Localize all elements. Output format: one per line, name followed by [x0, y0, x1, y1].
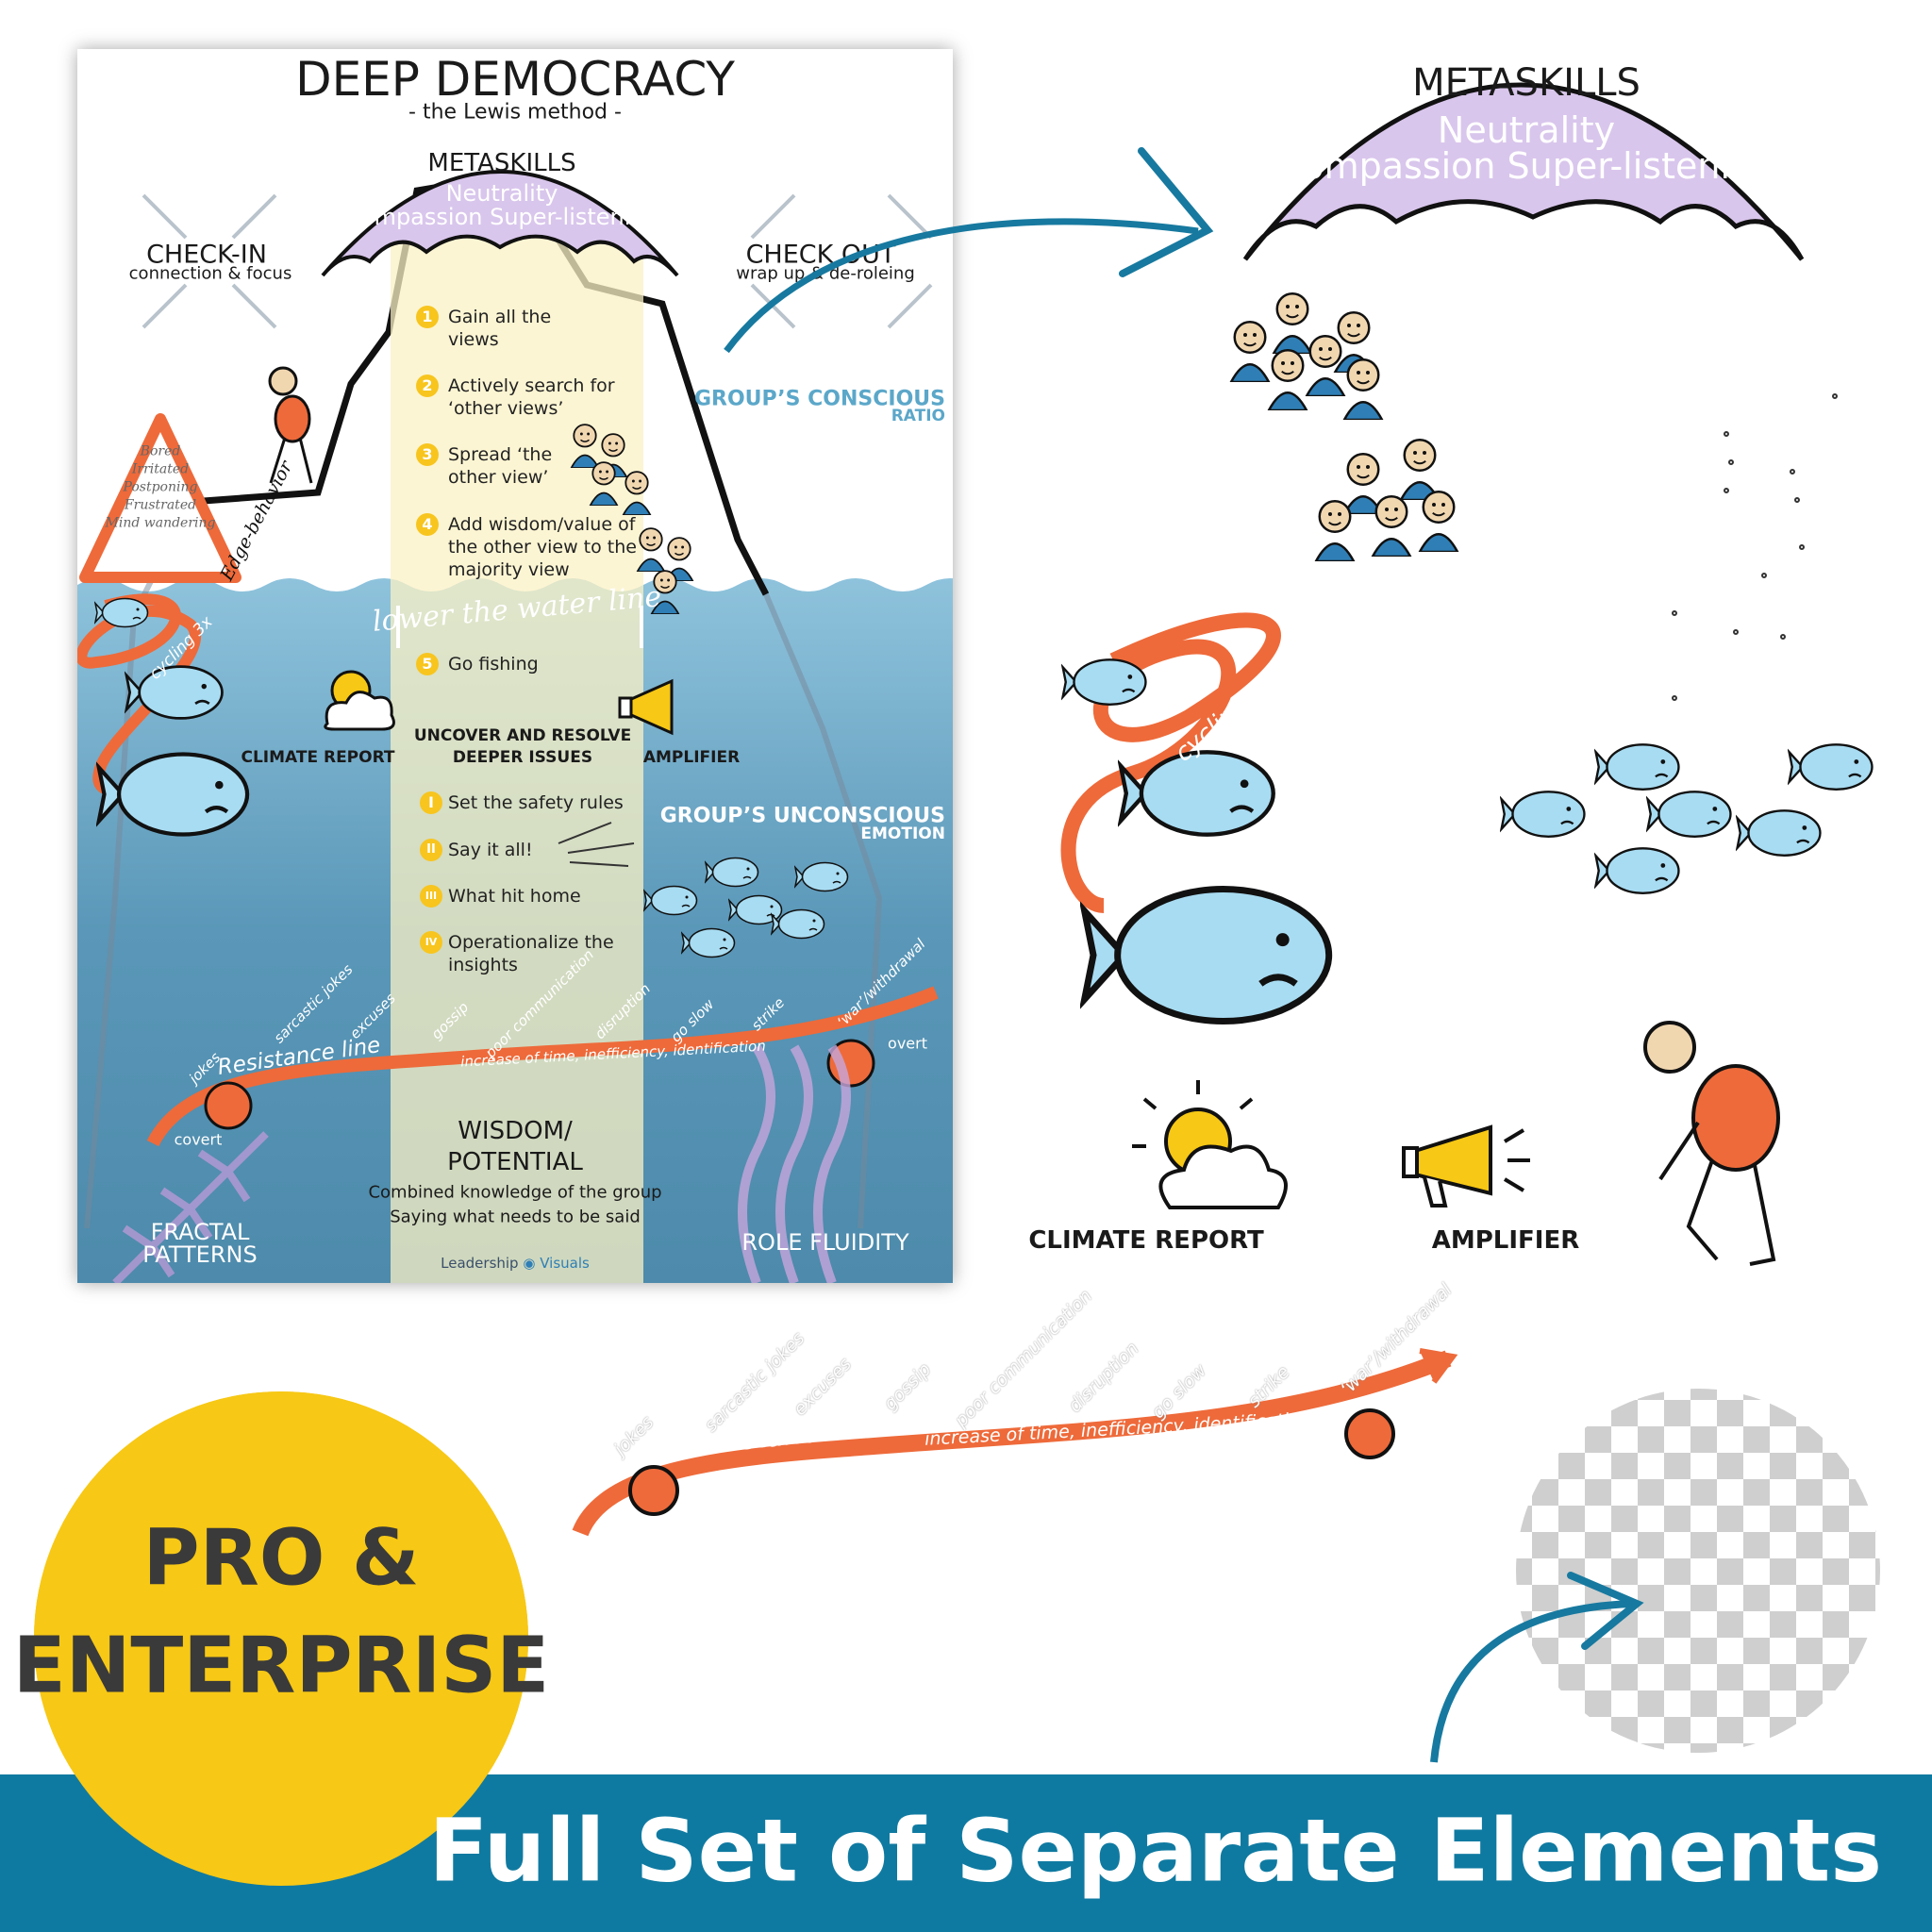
wisdom-title-2: POTENTIAL [447, 1148, 583, 1176]
warning-line: Frustrated [124, 497, 197, 513]
step-1-text: Gain all the views [448, 307, 552, 350]
bubbles [1672, 393, 1838, 701]
transparency-arrow [1430, 1600, 1633, 1763]
cycling-swirl-element [1060, 612, 1281, 913]
metaskills-title: METASKILLS [427, 149, 576, 177]
climber-figure [268, 366, 313, 484]
element-amplifier: AMPLIFIER [1431, 1226, 1580, 1255]
small-fish-element [1061, 658, 1147, 706]
check-in-arrows [142, 193, 277, 329]
step-4-text: Add wisdom/value of the other view to th… [448, 514, 637, 580]
substep-2-number: II [420, 839, 442, 861]
conscious-subtitle: RATIO [891, 407, 945, 425]
check-out-title: CHECK OUT [745, 240, 896, 270]
umbrella [321, 170, 679, 277]
people-group-1 [1229, 292, 1384, 420]
sun-cloud-icon [324, 670, 395, 731]
element-compassion: Compassion Super-listening [1276, 145, 1776, 187]
brand-right: Visuals [540, 1255, 590, 1272]
warning-line: Irritated [131, 461, 190, 477]
warning-line: Mind wandering [105, 515, 216, 531]
substep-3-text: What hit home [448, 886, 581, 907]
people-group-2 [1314, 439, 1459, 561]
unconscious-title: GROUP’S UNCONSCIOUS [659, 804, 945, 828]
megaphone-icon [618, 678, 674, 736]
unconscious-subtitle: EMOTION [860, 824, 945, 843]
substep-1-text: Set the safety rules [448, 792, 624, 813]
resistance-arrow-head [1419, 1348, 1458, 1384]
umbrella-element [1242, 82, 1805, 261]
warning-line: Bored [140, 443, 181, 459]
substep-1-number: I [420, 791, 442, 814]
step-3-number: 3 [416, 443, 439, 466]
wisdom-line-1: Combined knowledge of the group [368, 1182, 662, 1203]
cycling-swirl [77, 593, 202, 808]
laughing-face-element [628, 1465, 679, 1516]
uncover-line1: UNCOVER AND RESOLVE [413, 726, 632, 745]
step-3-text: Spread ‘the other view’ [448, 444, 553, 488]
wisdom-line-2: Saying what needs to be said [390, 1207, 641, 1227]
fern [112, 1131, 269, 1283]
wisdom-title-1: WISDOM/ [458, 1117, 573, 1145]
role-fluidity-label: ROLE FLUIDITY [741, 1229, 909, 1256]
sun-cloud-element [1132, 1080, 1288, 1209]
substep-2-text: Say it all! [448, 840, 533, 860]
step-4-number: 4 [416, 513, 439, 536]
fractal-line-1: FRACTAL [150, 1219, 250, 1245]
element-neutrality: Neutrality [1437, 109, 1616, 151]
laughing-face [204, 1081, 253, 1130]
waterline-arrows [396, 606, 643, 648]
deep-democracy-poster: DEEP DEMOCRACY - the Lewis method - META… [77, 49, 953, 1283]
brand-logo: Leadership ◉ Visuals [441, 1255, 590, 1272]
step-2-number: 2 [416, 375, 439, 397]
pointer-arrow-head [1119, 147, 1214, 277]
check-in-title: CHECK-IN [146, 240, 267, 270]
poster-title: DEEP DEMOCRACY [295, 52, 735, 107]
step-1-number: 1 [416, 306, 439, 328]
check-out-subtitle: wrap up & de-roleing [736, 263, 915, 284]
warning-text: Bored Irritated Postponing Frustrated Mi… [106, 443, 216, 533]
metaskills-compassion: Compassion Super-listening [344, 204, 659, 230]
uncover-line2: DEEPER ISSUES [452, 748, 593, 767]
substep-3-number: III [420, 885, 442, 908]
eye-icon: ◉ [523, 1255, 536, 1272]
overt-label: overt [888, 1034, 927, 1053]
fish-school [1500, 743, 1874, 894]
seaweed [738, 1044, 851, 1283]
pointer-arrow [724, 218, 1199, 354]
substep-4-number: IV [420, 931, 442, 954]
step-2-text: Actively search for ‘other views’ [448, 375, 615, 419]
amplifier-label: AMPLIFIER [642, 748, 741, 767]
brand-left: Leadership [441, 1255, 519, 1272]
poster-artwork [77, 170, 953, 1283]
climber-element [1643, 1021, 1780, 1266]
element-metaskills-title: METASKILLS [1412, 61, 1641, 105]
badge-line-1: PRO & [142, 1513, 420, 1604]
warning-line: Postponing [123, 479, 198, 495]
step-5-text: Go fishing [448, 654, 539, 675]
substep-4-text: Operationalize the insights [448, 932, 614, 975]
warning-triangle [79, 413, 242, 583]
climate-report-label: CLIMATE REPORT [241, 748, 395, 767]
megaphone-element [1402, 1124, 1530, 1208]
banner-title: Full Set of Separate Elements [428, 1800, 1882, 1902]
fractal-line-2: PATTERNS [142, 1241, 258, 1268]
conscious-title: GROUP’S CONSCIOUS [693, 387, 945, 411]
element-climate-report: CLIMATE REPORT [1028, 1226, 1264, 1255]
transparency-arrow-head [1567, 1572, 1644, 1650]
bomb-face-element [1344, 1408, 1395, 1459]
check-in-subtitle: connection & focus [128, 263, 292, 284]
covert-label: covert [174, 1130, 223, 1149]
step-5-number: 5 [416, 653, 439, 675]
transparency-circle [1516, 1389, 1880, 1753]
metaskills-neutrality: Neutrality [445, 180, 558, 207]
poster-subtitle: - the Lewis method - [408, 100, 622, 125]
highlight-column [391, 238, 643, 1283]
shark-fish-element [1085, 890, 1329, 1022]
badge-line-2: ENTERPRISE [12, 1621, 550, 1711]
say-it-all-arrows [558, 822, 635, 867]
